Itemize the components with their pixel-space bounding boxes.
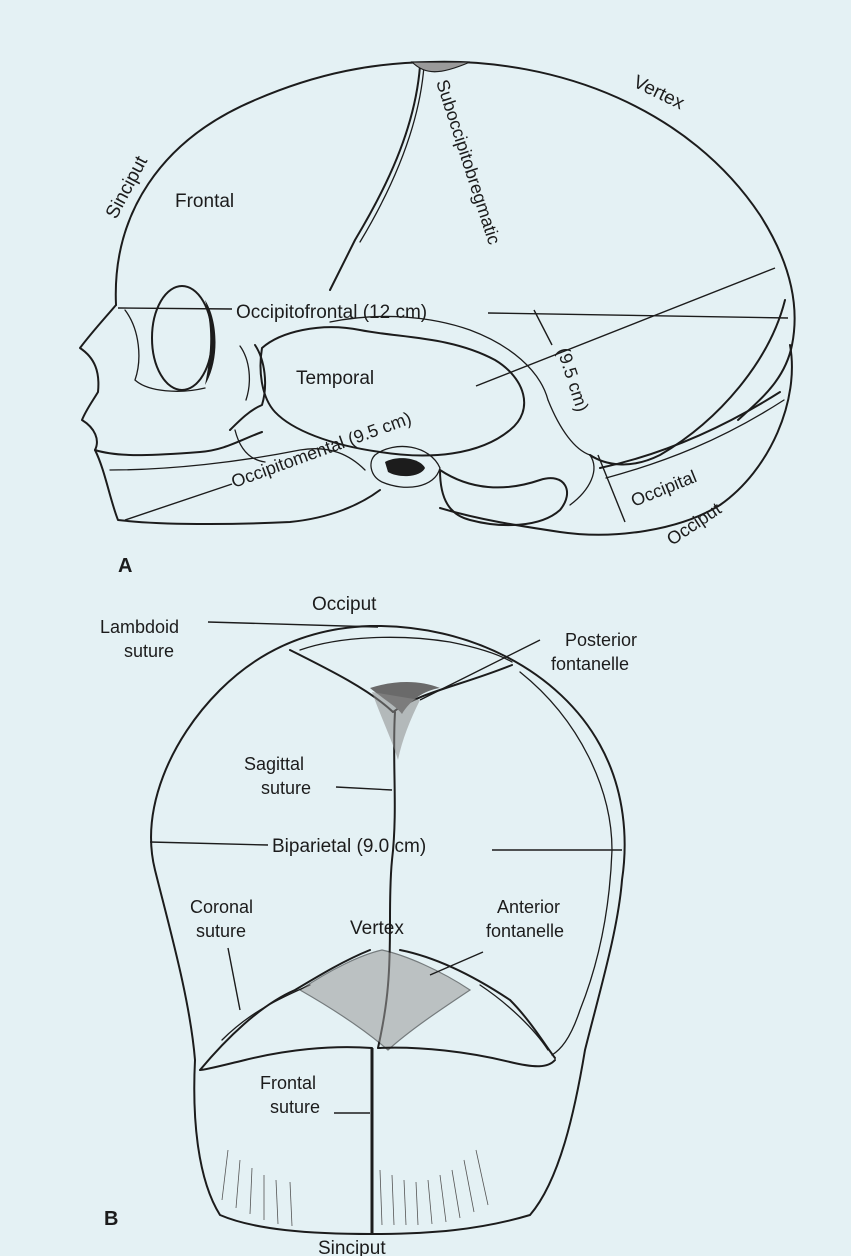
label-occipital-bone: Occipital: [628, 466, 699, 510]
label-lambdoid-suture: Lambdoid suture: [100, 617, 184, 661]
label-vertex-b: Vertex: [350, 918, 404, 939]
facial-skeleton: [80, 305, 262, 455]
biparietal-line-left: [150, 842, 268, 845]
label-temporal-bone: Temporal: [296, 368, 374, 389]
label-frontal-suture: Frontal suture: [260, 1073, 321, 1117]
label-coronal-suture: Coronal suture: [190, 897, 258, 941]
panel-a-lateral-skull: Sinciput Frontal Suboccipitobregmatic Ve…: [80, 62, 795, 577]
occipital-bone-border: [600, 392, 780, 468]
label-sinciput-b: Sinciput: [318, 1238, 386, 1256]
label-occipitofrontal: Occipitofrontal (12 cm): [236, 302, 427, 323]
label-occiput-b: Occiput: [312, 594, 377, 615]
coronal-suture-line: [330, 66, 420, 290]
frontal-bone-hatching: [222, 1150, 488, 1226]
label-occiput-a: Occiput: [663, 499, 725, 550]
orbit: [152, 286, 212, 390]
occipitomental-line-upper: [476, 268, 775, 386]
occipitofrontal-line-left: [118, 308, 232, 309]
suboccipitobregmatic-line: [534, 310, 552, 345]
panel-label-a: A: [118, 555, 132, 577]
label-posterior-fontanelle: Posterior fontanelle: [551, 630, 642, 674]
ear-canal: [385, 458, 425, 476]
panel-b-superior-skull: Occiput Lambdoid suture Posterior fontan…: [100, 594, 642, 1256]
occipitomental-line-lower: [125, 484, 232, 520]
label-suboccipitobregmatic: Suboccipitobregmatic: [432, 77, 504, 247]
skull-base-outline: [440, 345, 792, 535]
label-suboccipitobregmatic-measure: (9.5 cm): [553, 345, 592, 414]
label-frontal-bone: Frontal: [175, 191, 234, 212]
label-occipitomental: Occipitomental (9.5 cm): [229, 408, 414, 492]
label-sinciput-a: Sinciput: [102, 152, 153, 222]
posterior-fontanelle-patch: [372, 692, 420, 760]
label-biparietal: Biparietal (9.0 cm): [272, 836, 426, 857]
occipitofrontal-line-right: [488, 313, 788, 318]
anterior-fontanelle-stipple: [412, 62, 470, 72]
label-anterior-fontanelle: Anterior fontanelle: [486, 897, 565, 941]
panel-label-b: B: [104, 1208, 118, 1230]
label-sagittal-suture: Sagittal suture: [244, 754, 311, 798]
temporal-bone-outline: [261, 327, 525, 455]
